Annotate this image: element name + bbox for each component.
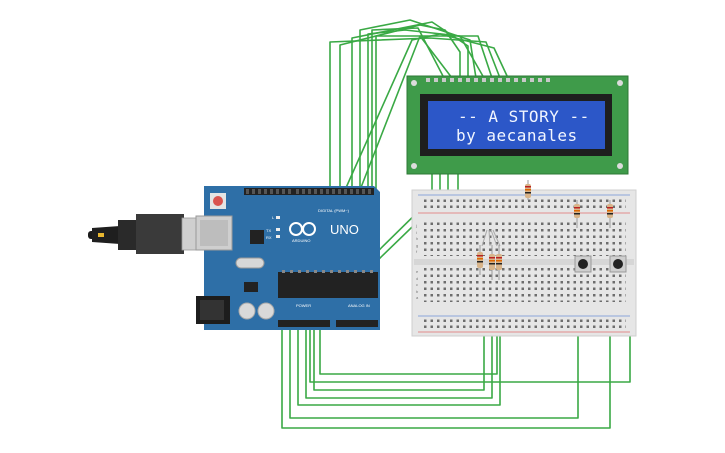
lcd-line-2: by aecanales — [456, 126, 578, 145]
arduino-logo: ARDUINO — [289, 222, 316, 243]
wire-loop-6 — [309, 305, 631, 383]
power-label: POWER — [296, 303, 311, 308]
bottom-terminal-strip[interactable] — [424, 268, 626, 302]
capacitor-2 — [257, 302, 275, 320]
lcd-screen — [428, 101, 605, 149]
atmega-chip — [278, 272, 378, 298]
wire-lcd-d3 — [359, 19, 477, 190]
wire-lcd-rs — [329, 37, 501, 190]
resistor-top[interactable] — [525, 180, 531, 200]
digital-label: DIGITAL (PWM~) — [318, 208, 350, 213]
l-label: L — [272, 215, 275, 220]
wire-lcd-x1 — [371, 27, 445, 190]
arduino-board[interactable]: ARDUINO UNO DIGITAL (PWM~) L TX RX — [195, 186, 380, 330]
breadboard[interactable]: j i h g f e d c b a — [411, 189, 637, 337]
svg-text:i: i — [416, 230, 417, 235]
analog-label: ANALOG IN — [348, 303, 370, 308]
tx-label: TX — [266, 228, 271, 233]
reset-button-cap[interactable] — [213, 196, 223, 206]
resistor-right-2[interactable] — [607, 200, 613, 228]
resistor-right-1[interactable] — [574, 200, 580, 228]
capacitor-1 — [238, 302, 256, 320]
resistor-middle-1[interactable] — [477, 245, 483, 275]
svg-text:j: j — [415, 223, 417, 228]
wire-lcd-d4 — [367, 29, 485, 190]
push-button-2[interactable] — [609, 255, 627, 273]
voltage-regulator — [244, 282, 258, 292]
resistor-middle-3[interactable] — [496, 245, 502, 280]
wire-loop-7 — [319, 300, 498, 375]
wire-lcd-en — [344, 33, 509, 191]
led-legs — [481, 229, 501, 247]
lcd-line-1: -- A STORY -- — [458, 107, 590, 126]
wire-lcd-d2 — [351, 21, 469, 190]
wire-loop-4 — [305, 300, 493, 399]
lcd-module[interactable]: -- A STORY -- by aecanales — [406, 75, 629, 175]
power-header[interactable] — [278, 320, 330, 327]
svg-text:b: b — [416, 289, 419, 294]
rx-label: RX — [266, 235, 272, 240]
svg-text:c: c — [416, 282, 418, 287]
wire-loop-1 — [281, 300, 611, 429]
board-model: UNO — [330, 222, 359, 237]
usb-cable — [88, 214, 205, 254]
svg-text:g: g — [416, 243, 418, 248]
svg-text:ARDUINO: ARDUINO — [292, 238, 310, 243]
wire-loop-5 — [313, 300, 485, 391]
wire-lcd-x2 — [359, 35, 453, 191]
svg-text:h: h — [416, 236, 418, 241]
top-terminal-strip[interactable] — [424, 222, 626, 256]
usb-chip — [250, 230, 264, 244]
resistor-middle-2[interactable] — [489, 245, 495, 280]
row-letters-top: j i h g f e d c b a — [415, 223, 419, 300]
lcd-pins — [426, 78, 550, 82]
wire-loop-3 — [297, 300, 501, 406]
push-button-1[interactable] — [574, 255, 592, 273]
top-rail[interactable] — [424, 198, 626, 210]
bottom-rail[interactable] — [424, 318, 626, 330]
analog-header[interactable] — [336, 320, 378, 327]
svg-text:f: f — [416, 249, 418, 254]
wire-loop-2 — [289, 300, 579, 419]
svg-text:d: d — [416, 276, 418, 281]
svg-text:a: a — [416, 295, 419, 300]
crystal — [235, 257, 265, 269]
svg-text:e: e — [416, 269, 419, 274]
